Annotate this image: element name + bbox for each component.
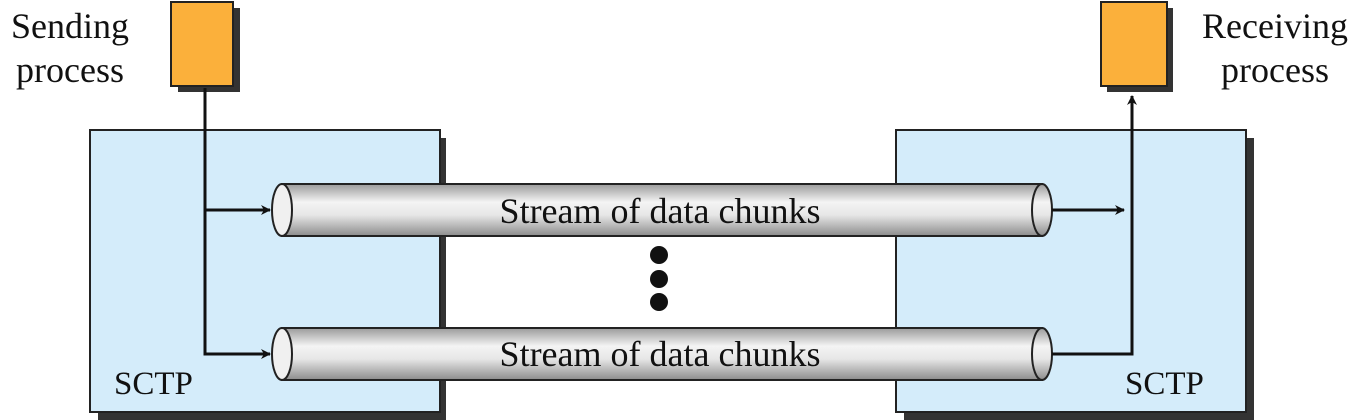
sending-process-label-line1: Sending (10, 6, 129, 46)
sender-flow-arrows (203, 88, 271, 359)
sctp-right-label: SCTP (1125, 366, 1204, 402)
receiver-flow-arrows (1052, 95, 1137, 356)
stream-pipe-2 (271, 327, 1053, 381)
receiving-process-label: Receiving process (1186, 4, 1364, 92)
stream-label: Stream of data chunks (499, 334, 821, 374)
receiving-process-box (1100, 1, 1173, 92)
sending-process-box (170, 1, 240, 92)
sending-process-label: Sending process (0, 4, 140, 92)
stream-label: Stream of data chunks (499, 191, 821, 231)
more-streams-ellipsis (650, 246, 668, 311)
receiving-process-label-line1: Receiving (1202, 6, 1348, 46)
stream-pipe-1 (271, 183, 1053, 237)
sctp-left-label: SCTP (114, 366, 193, 402)
receiving-process-label-line2: process (1221, 50, 1329, 90)
sending-process-label-line2: process (16, 50, 124, 90)
